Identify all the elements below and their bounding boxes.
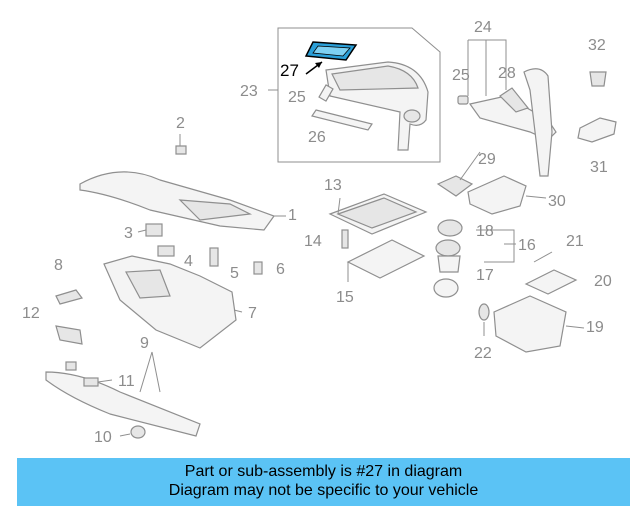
part-27-arrow <box>315 62 322 68</box>
part-25-bumper <box>318 84 334 102</box>
part-1-panel <box>79 171 275 231</box>
leader-3 <box>137 229 147 233</box>
part-29-cover <box>436 175 474 197</box>
leader-30 <box>525 195 547 199</box>
callout-22: 22 <box>474 345 492 362</box>
part-16-holder <box>437 255 461 273</box>
leader-11 <box>97 379 113 383</box>
part-info-banner: Part or sub-assembly is #27 in diagram D… <box>17 458 630 506</box>
exploded-parts-diagram: 1 2 3 4 5 6 7 8 9 10 11 12 13 14 15 16 1… <box>22 19 617 446</box>
part-32-clip <box>589 71 607 87</box>
part-7-frame <box>103 255 237 349</box>
part-24-arm <box>523 68 553 177</box>
part-1-panel-recess <box>178 199 253 221</box>
part-20-mat <box>524 269 578 295</box>
callout-7: 7 <box>248 305 257 322</box>
callout-17: 17 <box>476 267 494 284</box>
callout-20: 20 <box>594 273 612 290</box>
part-12-bracket <box>55 325 83 345</box>
callout-10: 10 <box>94 429 112 446</box>
callout-25-right: 25 <box>452 67 470 84</box>
callout-32: 32 <box>588 37 606 54</box>
part-30-holder <box>467 175 527 215</box>
part-9-side-panel <box>45 371 201 437</box>
part-25-clip <box>457 95 469 105</box>
leader-29 <box>459 151 481 181</box>
leader-10 <box>119 433 131 437</box>
callout-27-highlighted[interactable]: 27 <box>280 61 299 80</box>
part-10-plug <box>130 425 146 439</box>
armrest-hinge <box>403 109 421 123</box>
callout-12: 12 <box>22 305 40 322</box>
banner-line-disclaimer: Diagram may not be specific to your vehi… <box>168 482 479 499</box>
part-13-tray-inner <box>336 197 418 229</box>
inset-frame <box>277 27 441 163</box>
part-2-fastener <box>175 145 187 155</box>
callout-6: 6 <box>276 261 285 278</box>
callout-8: 8 <box>54 257 63 274</box>
callout-18: 18 <box>476 223 494 240</box>
leader-18-16 <box>476 229 515 263</box>
leader-9 <box>139 351 161 393</box>
part-8-clip <box>55 289 84 305</box>
part-17-ring <box>433 278 459 298</box>
leader-19 <box>565 325 585 329</box>
part-19-bin <box>493 295 567 353</box>
callout-3: 3 <box>124 225 133 242</box>
leader-13 <box>337 197 341 215</box>
part-26-strip <box>311 109 373 131</box>
part-18-cup-b <box>435 239 461 257</box>
leader-24 <box>467 39 507 96</box>
callout-24: 24 <box>474 19 492 36</box>
part-3-bracket <box>145 223 163 237</box>
callout-30: 30 <box>548 193 566 210</box>
callout-29: 29 <box>478 151 496 168</box>
callout-13: 13 <box>324 177 342 194</box>
callout-11: 11 <box>118 373 135 390</box>
banner-line-part: Part or sub-assembly is #27 in diagram <box>184 463 463 480</box>
callout-23: 23 <box>240 83 258 100</box>
callout-31: 31 <box>590 159 608 176</box>
part-31-bracket <box>577 117 617 143</box>
part-28-latch <box>499 87 530 113</box>
callout-25-inset: 25 <box>288 89 306 106</box>
part-11-clip <box>83 377 99 387</box>
part-6-pin <box>253 261 263 275</box>
callout-21: 21 <box>566 233 584 250</box>
callout-26: 26 <box>308 129 326 146</box>
callout-9: 9 <box>140 335 149 352</box>
callout-16: 16 <box>518 237 536 254</box>
callout-28: 28 <box>498 65 516 82</box>
callout-5: 5 <box>230 265 239 282</box>
callout-1: 1 <box>288 207 297 224</box>
part-27-tray-inner <box>312 45 351 57</box>
part-21-clip <box>533 251 553 263</box>
callout-2: 2 <box>176 115 185 132</box>
callout-14: 14 <box>304 233 322 250</box>
part-22-clip <box>478 303 490 321</box>
part-9-clip <box>65 361 77 371</box>
leader-7 <box>233 309 243 313</box>
part-15-mat <box>346 239 426 279</box>
callout-4: 4 <box>184 253 193 270</box>
armrest-lid-top <box>331 65 419 91</box>
part-4-clip <box>157 245 175 257</box>
part-14-pin <box>341 229 349 249</box>
part-7-frame-cutout <box>125 269 171 299</box>
callout-19: 19 <box>586 319 604 336</box>
part-18-cup-a <box>437 219 463 237</box>
callout-15: 15 <box>336 289 354 306</box>
part-5-pin <box>209 247 219 267</box>
